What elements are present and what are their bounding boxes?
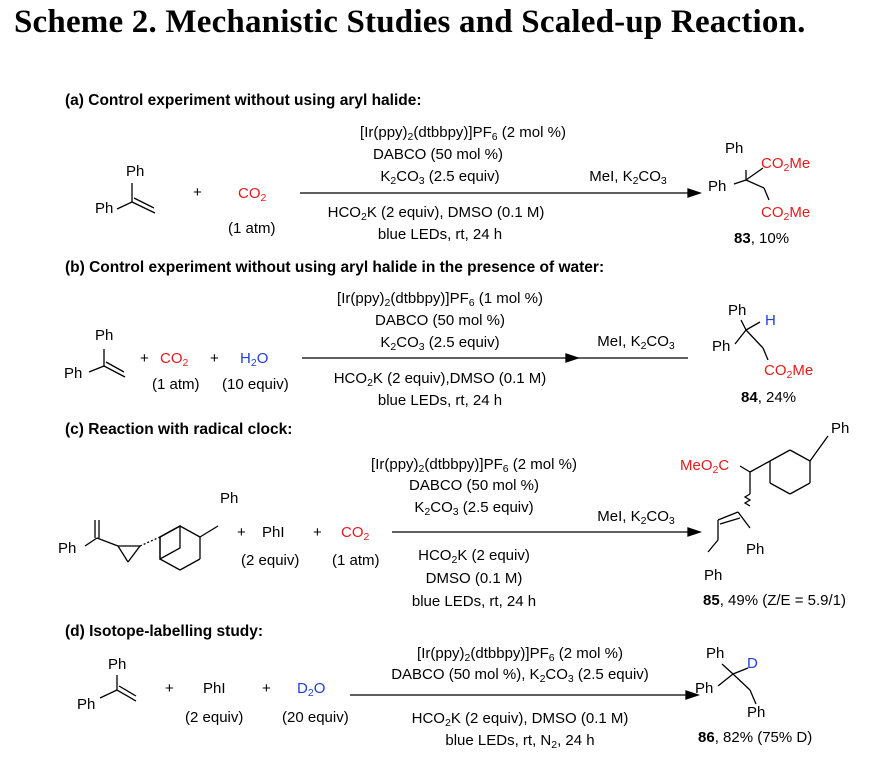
arrow-c xyxy=(392,527,703,537)
cond-c-base: K2CO3 (2.5 equiv) xyxy=(414,499,534,518)
phi-d-conditions: (2 equiv) xyxy=(185,709,244,726)
plus-d1: + xyxy=(165,680,174,697)
d2o-d: D2O xyxy=(297,680,326,699)
product-85-ph-mid: Ph xyxy=(746,541,765,558)
product-86-ph3: Ph xyxy=(747,704,766,721)
co2-c: CO2 xyxy=(341,524,370,543)
plus-b2: + xyxy=(210,350,219,367)
reactant-c-structure xyxy=(84,520,219,571)
cond-d-reductant: HCO2K (2 equiv), DMSO (0.1 M) xyxy=(411,710,629,729)
cond-d-catalyst: [Ir(ppy)2(dtbbpy)]PF6 (2 mol %) xyxy=(417,645,623,664)
cond-c-reductant: HCO2K (2 equiv) xyxy=(418,547,530,566)
cond-b-dabco: DABCO (50 mol %) xyxy=(374,312,506,329)
reactant-a-structure xyxy=(116,183,156,214)
plus-c1: + xyxy=(237,524,246,541)
plus-b1: + xyxy=(140,350,149,367)
section-b-header: (b) Control experiment without using ary… xyxy=(65,259,605,276)
cond-a-methylation: MeI, K2CO3 xyxy=(589,168,667,187)
phi-d: PhI xyxy=(203,680,226,697)
cond-b-light: blue LEDs, rt, 24 h xyxy=(377,392,503,409)
product-83-ph1: Ph xyxy=(725,140,744,157)
cond-a-base: K2CO3 (2.5 equiv) xyxy=(380,168,500,187)
product-85-ph-bottom: Ph xyxy=(704,567,723,584)
product-84-label: 84, 24% xyxy=(741,389,797,406)
co2-a-conditions: (1 atm) xyxy=(228,220,276,237)
reactant-d-ph2: Ph xyxy=(77,696,96,713)
reactant-d-structure xyxy=(99,675,137,702)
cond-b-catalyst: [Ir(ppy)2(dtbbpy)]PF6 (1 mol %) xyxy=(337,290,543,309)
product-85-ester: MeO2C xyxy=(680,457,730,476)
product-84-ph2: Ph xyxy=(712,338,731,355)
cond-b-base: K2CO3 (2.5 equiv) xyxy=(380,334,500,353)
plus-c2: + xyxy=(313,524,322,541)
product-84-ester: CO2Me xyxy=(764,362,814,381)
reactant-b-structure xyxy=(88,349,126,378)
scheme-title: Scheme 2. Mechanistic Studies and Scaled… xyxy=(14,4,806,40)
product-84-h: H xyxy=(765,312,776,329)
cond-a-reductant: HCO2K (2 equiv), DMSO (0.1 M) xyxy=(327,204,545,223)
product-85-structure xyxy=(707,435,829,553)
arrow-d xyxy=(350,690,701,700)
reactant-b-ph: Ph xyxy=(95,327,114,344)
product-86-ph2: Ph xyxy=(695,680,714,697)
cond-c-solvent: DMSO (0.1 M) xyxy=(425,570,523,587)
section-c-header: (c) Reaction with radical clock: xyxy=(65,421,293,438)
d2o-d-conditions: (20 equiv) xyxy=(282,709,349,726)
cond-a-light: blue LEDs, rt, 24 h xyxy=(377,226,503,243)
co2-b: CO2 xyxy=(160,350,189,369)
co2-a: CO2 xyxy=(238,185,267,204)
product-86-ph1: Ph xyxy=(706,645,725,662)
section-d-header: (d) Isotope-labelling study: xyxy=(65,623,264,640)
arrow-a xyxy=(300,188,703,198)
reactant-c-ph: Ph xyxy=(58,540,77,557)
reactant-a-ph: Ph xyxy=(126,163,145,180)
cond-d-light: blue LEDs, rt, N2, 24 h xyxy=(445,732,595,751)
cond-b-methylation: MeI, K2CO3 xyxy=(597,333,675,352)
cond-c-dabco: DABCO (50 mol %) xyxy=(408,477,540,494)
product-83-ester2: CO2Me xyxy=(761,204,811,223)
cond-c-catalyst: [Ir(ppy)2(dtbbpy)]PF6 (2 mol %) xyxy=(371,456,577,475)
product-86-label: 86, 82% (75% D) xyxy=(698,729,813,746)
h2o-b: H2O xyxy=(240,350,269,369)
cond-a-dabco: DABCO (50 mol %) xyxy=(372,146,504,163)
plus-a: + xyxy=(193,184,202,201)
product-85-ph-top: Ph xyxy=(831,420,850,437)
cond-c-light: blue LEDs, rt, 24 h xyxy=(411,593,537,610)
reactant-c-ph-sub: Ph xyxy=(220,490,239,507)
product-83-ph2: Ph xyxy=(708,178,727,195)
reactant-a-ph2: Ph xyxy=(95,200,114,217)
reactant-d-ph: Ph xyxy=(108,656,127,673)
product-83-label: 83, 10% xyxy=(734,230,790,247)
product-84-structure xyxy=(734,319,769,361)
plus-d2: + xyxy=(262,680,271,697)
h2o-b-conditions: (10 equiv) xyxy=(222,376,289,393)
product-86-structure xyxy=(717,663,757,705)
co2-b-conditions: (1 atm) xyxy=(152,376,200,393)
product-84-ph1: Ph xyxy=(728,302,747,319)
cond-c-methylation: MeI, K2CO3 xyxy=(597,508,675,527)
product-83-structure xyxy=(733,167,770,201)
product-85-label: 85, 49% (Z/E = 5.9/1) xyxy=(703,592,846,609)
arrow-b xyxy=(302,353,688,363)
cond-a-catalyst: [Ir(ppy)2(dtbbpy)]PF6 (2 mol %) xyxy=(360,124,566,143)
product-86-d: D xyxy=(747,655,758,672)
reactant-b-ph2: Ph xyxy=(64,365,83,382)
cond-d-additives: DABCO (50 mol %), K2CO3 (2.5 equiv) xyxy=(391,666,649,685)
phi-c-conditions: (2 equiv) xyxy=(241,552,300,569)
product-83-ester1: CO2Me xyxy=(761,155,811,174)
phi-c: PhI xyxy=(262,524,285,541)
cond-b-reductant: HCO2K (2 equiv),DMSO (0.1 M) xyxy=(333,370,547,389)
co2-c-conditions: (1 atm) xyxy=(332,552,380,569)
section-a-header: (a) Control experiment without using ary… xyxy=(65,92,422,109)
